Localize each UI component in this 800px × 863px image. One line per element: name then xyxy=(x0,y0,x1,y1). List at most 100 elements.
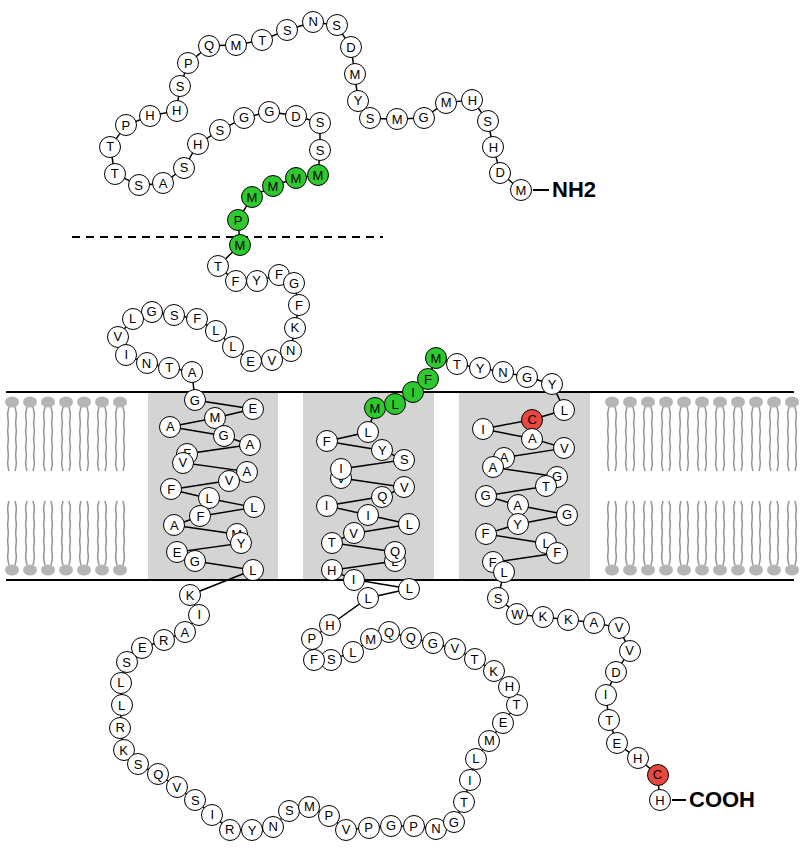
residue-letter: G xyxy=(219,429,229,442)
residue-letter: Y xyxy=(548,378,557,391)
residue-circle: S xyxy=(326,14,348,36)
residue-letter: Q xyxy=(377,490,387,503)
residue-circle: L xyxy=(243,496,265,518)
lipid-head xyxy=(695,397,709,408)
lipid-tail xyxy=(626,501,627,565)
lipid-tail xyxy=(662,407,663,471)
lipid-tail xyxy=(759,407,760,471)
residue-letter: L xyxy=(212,324,219,337)
lipid-tail xyxy=(770,501,771,565)
residue-letter: T xyxy=(453,358,461,371)
residue-letter: M xyxy=(210,411,221,424)
residue-circle: A xyxy=(482,456,504,478)
residue-circle: T xyxy=(251,29,273,51)
residue-letter: H xyxy=(325,619,334,632)
lipid-tail xyxy=(698,501,699,565)
residue-letter: K xyxy=(489,665,498,678)
residue-letter: S xyxy=(176,80,185,93)
residue-letter: A xyxy=(159,177,168,190)
residue-letter: N xyxy=(286,344,295,357)
residue-letter: S xyxy=(283,24,292,37)
residue-circle: G xyxy=(380,815,402,837)
lipid-tail xyxy=(615,407,616,471)
residue-letter: T xyxy=(214,260,222,273)
residue-circle: G xyxy=(233,107,255,129)
residue-circle: D xyxy=(489,162,511,184)
lipid-tail xyxy=(44,407,45,471)
residue-letter: L xyxy=(406,582,413,595)
lipid-tail xyxy=(615,501,616,565)
residue-circle: I xyxy=(343,569,365,591)
residue-circle: N xyxy=(280,340,302,362)
residue-letter: R xyxy=(115,721,124,734)
residue-circle: M xyxy=(229,234,251,256)
residue-circle: L xyxy=(242,559,264,581)
residue-letter: L xyxy=(391,398,398,411)
lipid-head xyxy=(641,565,655,576)
residue-letter: E xyxy=(246,355,255,368)
residue-letter: W xyxy=(511,608,523,621)
residue-letter: L xyxy=(500,566,507,579)
residue-letter: M xyxy=(441,96,452,109)
residue-circle: H xyxy=(166,100,188,122)
residue-circle: I xyxy=(357,504,379,526)
lipid-tail xyxy=(87,407,88,471)
residue-circle: G xyxy=(258,101,280,123)
residue-letter: N xyxy=(308,15,317,28)
residue-circle: I xyxy=(115,344,137,366)
residue-letter: F xyxy=(232,275,240,288)
residue-letter: Y xyxy=(513,518,522,531)
residue-circle: G xyxy=(413,107,435,129)
residue-circle: L xyxy=(122,308,144,330)
lipid-tail xyxy=(15,501,16,565)
residue-circle: A xyxy=(174,621,196,643)
residue-letter: P xyxy=(234,214,243,227)
residue-circle: S xyxy=(278,800,300,822)
residue-letter: F xyxy=(295,299,303,312)
residue-circle: Y xyxy=(241,819,263,841)
residue-circle: S xyxy=(163,304,185,326)
residue-letter: I xyxy=(352,573,356,586)
lipid-head xyxy=(767,565,781,576)
lipid-head xyxy=(113,397,127,408)
residue-circle: F xyxy=(546,542,568,564)
residue-circle: K xyxy=(284,317,306,339)
residue-circle: G xyxy=(475,485,497,507)
residue-letter: T xyxy=(513,698,521,711)
lipid-head xyxy=(23,565,37,576)
residue-circle: S xyxy=(116,651,138,673)
residue-circle: H xyxy=(461,89,483,111)
residue-letter: I xyxy=(211,808,215,821)
residue-circle: G xyxy=(141,301,163,323)
residue-letter: T xyxy=(165,361,173,374)
residue-letter: A xyxy=(245,438,254,451)
lipid-tail xyxy=(87,501,88,565)
residue-letter: V xyxy=(450,642,459,655)
residue-circle: Q xyxy=(384,541,406,563)
lipid-head xyxy=(605,565,619,576)
residue-circle: V xyxy=(343,522,365,544)
residue-letter: S xyxy=(332,19,341,32)
residue-letter: A xyxy=(188,366,197,379)
residue-circle: T xyxy=(207,255,229,277)
residue-circle: I xyxy=(595,684,617,706)
residue-circle: H xyxy=(649,789,671,811)
residue-letter: D xyxy=(611,666,620,679)
residue-circle: P xyxy=(301,628,323,650)
residue-letter: H xyxy=(633,752,642,765)
residue-circle: E xyxy=(492,712,514,734)
residue-circle: I xyxy=(472,418,494,440)
residue-circle: M xyxy=(307,164,329,186)
residue-circle: S xyxy=(393,449,415,471)
residue-letter: L xyxy=(249,564,256,577)
lipid-head xyxy=(77,565,91,576)
residue-circle: K xyxy=(179,584,201,606)
residue-circle: K xyxy=(532,606,554,628)
lipid-head xyxy=(785,565,799,576)
residue-letter: M xyxy=(313,169,324,182)
residue-letter: L xyxy=(472,752,479,765)
terminus-dash xyxy=(533,189,549,191)
lipid-tail xyxy=(116,407,117,471)
residue-letter: L xyxy=(129,312,136,325)
residue-letter: V xyxy=(349,527,358,540)
